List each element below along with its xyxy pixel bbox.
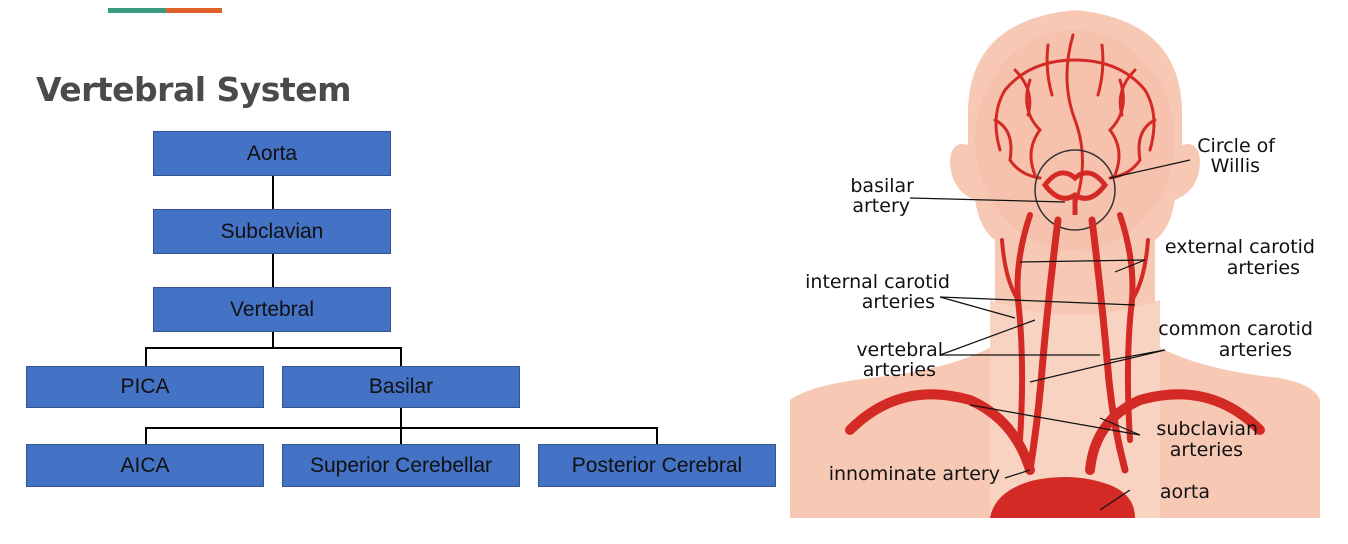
connector-to-aica bbox=[145, 427, 147, 444]
label-internal-carotid-1: internal carotid bbox=[805, 271, 950, 293]
node-aorta: Aorta bbox=[153, 131, 391, 176]
label-subclavian-2: arteries bbox=[1170, 439, 1243, 461]
label-subclavian-1: subclavian bbox=[1156, 418, 1258, 440]
node-posterior-cerebral: Posterior Cerebral bbox=[538, 444, 776, 487]
accent-bar-orange bbox=[166, 8, 222, 13]
node-subclavian: Subclavian bbox=[153, 209, 391, 254]
leader-lines bbox=[909, 159, 1191, 511]
node-vertebral: Vertebral bbox=[153, 287, 391, 332]
aortic-arch bbox=[990, 476, 1135, 518]
connector-to-posterior-cerebral bbox=[656, 427, 658, 444]
node-aica: AICA bbox=[26, 444, 264, 487]
slide-title: Vertebral System bbox=[36, 70, 351, 109]
connector-to-pica bbox=[145, 347, 147, 366]
circle-of-willis-marker bbox=[1034, 149, 1116, 231]
connector-vertebral-branch bbox=[272, 332, 274, 348]
connector-to-superior-cerebellar bbox=[400, 427, 402, 444]
label-common-carotid-1: common carotid bbox=[1158, 318, 1313, 340]
node-basilar: Basilar bbox=[282, 366, 520, 408]
connector-branch-horizontal bbox=[145, 347, 402, 349]
head-neck-arteries-illustration: Circle of Willis basilar artery external… bbox=[790, 10, 1320, 518]
circle-of-willis-vessels bbox=[1041, 170, 1109, 215]
label-basilar-1: basilar bbox=[850, 175, 914, 197]
connector-basilar-branch bbox=[400, 408, 402, 428]
label-basilar-2: artery bbox=[852, 195, 910, 217]
anatomy-labels: Circle of Willis basilar artery external… bbox=[805, 135, 1315, 503]
node-superior-cerebellar: Superior Cerebellar bbox=[282, 444, 520, 487]
label-vertebral-1: vertebral bbox=[856, 339, 943, 361]
label-common-carotid-2: arteries bbox=[1219, 339, 1292, 361]
node-pica: PICA bbox=[26, 366, 264, 408]
label-aorta: aorta bbox=[1160, 481, 1210, 503]
connector-to-basilar bbox=[400, 347, 402, 366]
label-innominate: innominate artery bbox=[829, 463, 1000, 485]
label-external-carotid-1: external carotid bbox=[1165, 236, 1315, 258]
label-external-carotid-2: arteries bbox=[1227, 257, 1300, 279]
head-shading bbox=[975, 30, 1175, 250]
accent-bar-green bbox=[108, 8, 166, 13]
label-vertebral-2: arteries bbox=[863, 359, 936, 381]
connector-subclavian-vertebral bbox=[272, 254, 274, 287]
connector-aorta-subclavian bbox=[272, 176, 274, 209]
label-internal-carotid-2: arteries bbox=[862, 291, 935, 313]
label-circle-of-willis-1: Circle of bbox=[1197, 135, 1276, 157]
subclavian-arteries bbox=[845, 389, 1265, 475]
label-circle-of-willis-2: Willis bbox=[1211, 155, 1260, 177]
